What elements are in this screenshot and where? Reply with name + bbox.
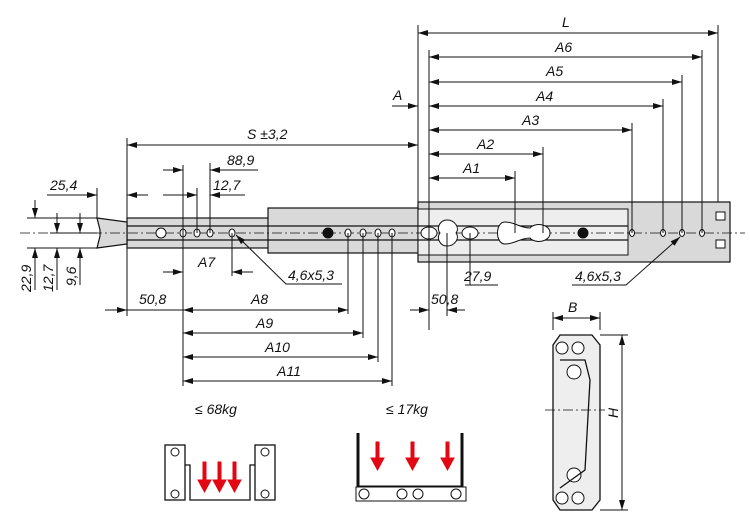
dim-A5: A5 <box>545 63 563 79</box>
dim-27-9: 27,9 <box>463 268 491 284</box>
load-side-mount-label: ≤ 68kg <box>195 401 237 417</box>
dim-A1: A1 <box>462 160 480 176</box>
top-dimensions: L A6 A5 A4 A A3 A2 A1 <box>392 14 719 330</box>
slide-rail <box>20 201 745 263</box>
dim-22-9: 22,9 <box>18 265 34 293</box>
left-dimensions: S ±3,2 88,9 12,7 25,4 22,9 12,7 9,6 A7 4… <box>18 126 418 386</box>
dim-A10: A10 <box>264 339 290 355</box>
dim-A11: A11 <box>276 363 301 379</box>
load-side-mount: ≤ 68kg <box>164 401 276 501</box>
dim-A7: A7 <box>197 254 216 270</box>
dim-A2: A2 <box>476 136 494 152</box>
load-arrows-icon <box>370 441 455 472</box>
cross-section-view: B H <box>545 299 628 511</box>
hole-size-right: 4,6x5,3 <box>575 268 621 284</box>
right-lower-dimensions: 27,9 50,8 4,6x5,3 <box>410 233 681 316</box>
dim-B: B <box>568 299 577 315</box>
dim-50-8-left: 50,8 <box>139 291 166 307</box>
intermediate-member <box>267 207 419 254</box>
load-arrows-icon <box>197 461 242 494</box>
dim-9-6: 9,6 <box>63 266 79 286</box>
dim-A4: A4 <box>535 88 553 104</box>
hole-size-left: 4,6x5,3 <box>288 267 334 283</box>
load-bottom-mount: ≤ 17kg <box>355 401 467 502</box>
dim-A3: A3 <box>521 112 539 128</box>
dim-88-9: 88,9 <box>227 152 254 168</box>
dim-50-8-right: 50,8 <box>431 291 458 307</box>
dim-A6: A6 <box>554 39 572 55</box>
dim-12-7-side: 12,7 <box>40 264 56 292</box>
dim-H: H <box>605 407 621 418</box>
dim-A: A <box>392 87 402 103</box>
dim-A8: A8 <box>250 291 268 307</box>
dim-25-4: 25,4 <box>49 177 77 193</box>
load-bottom-mount-label: ≤ 17kg <box>386 401 428 417</box>
dim-A9: A9 <box>255 315 273 331</box>
dim-12-7-top: 12,7 <box>213 177 241 193</box>
ball-bearings <box>555 341 585 505</box>
dim-L: L <box>562 14 570 30</box>
dim-S: S ±3,2 <box>247 126 288 142</box>
